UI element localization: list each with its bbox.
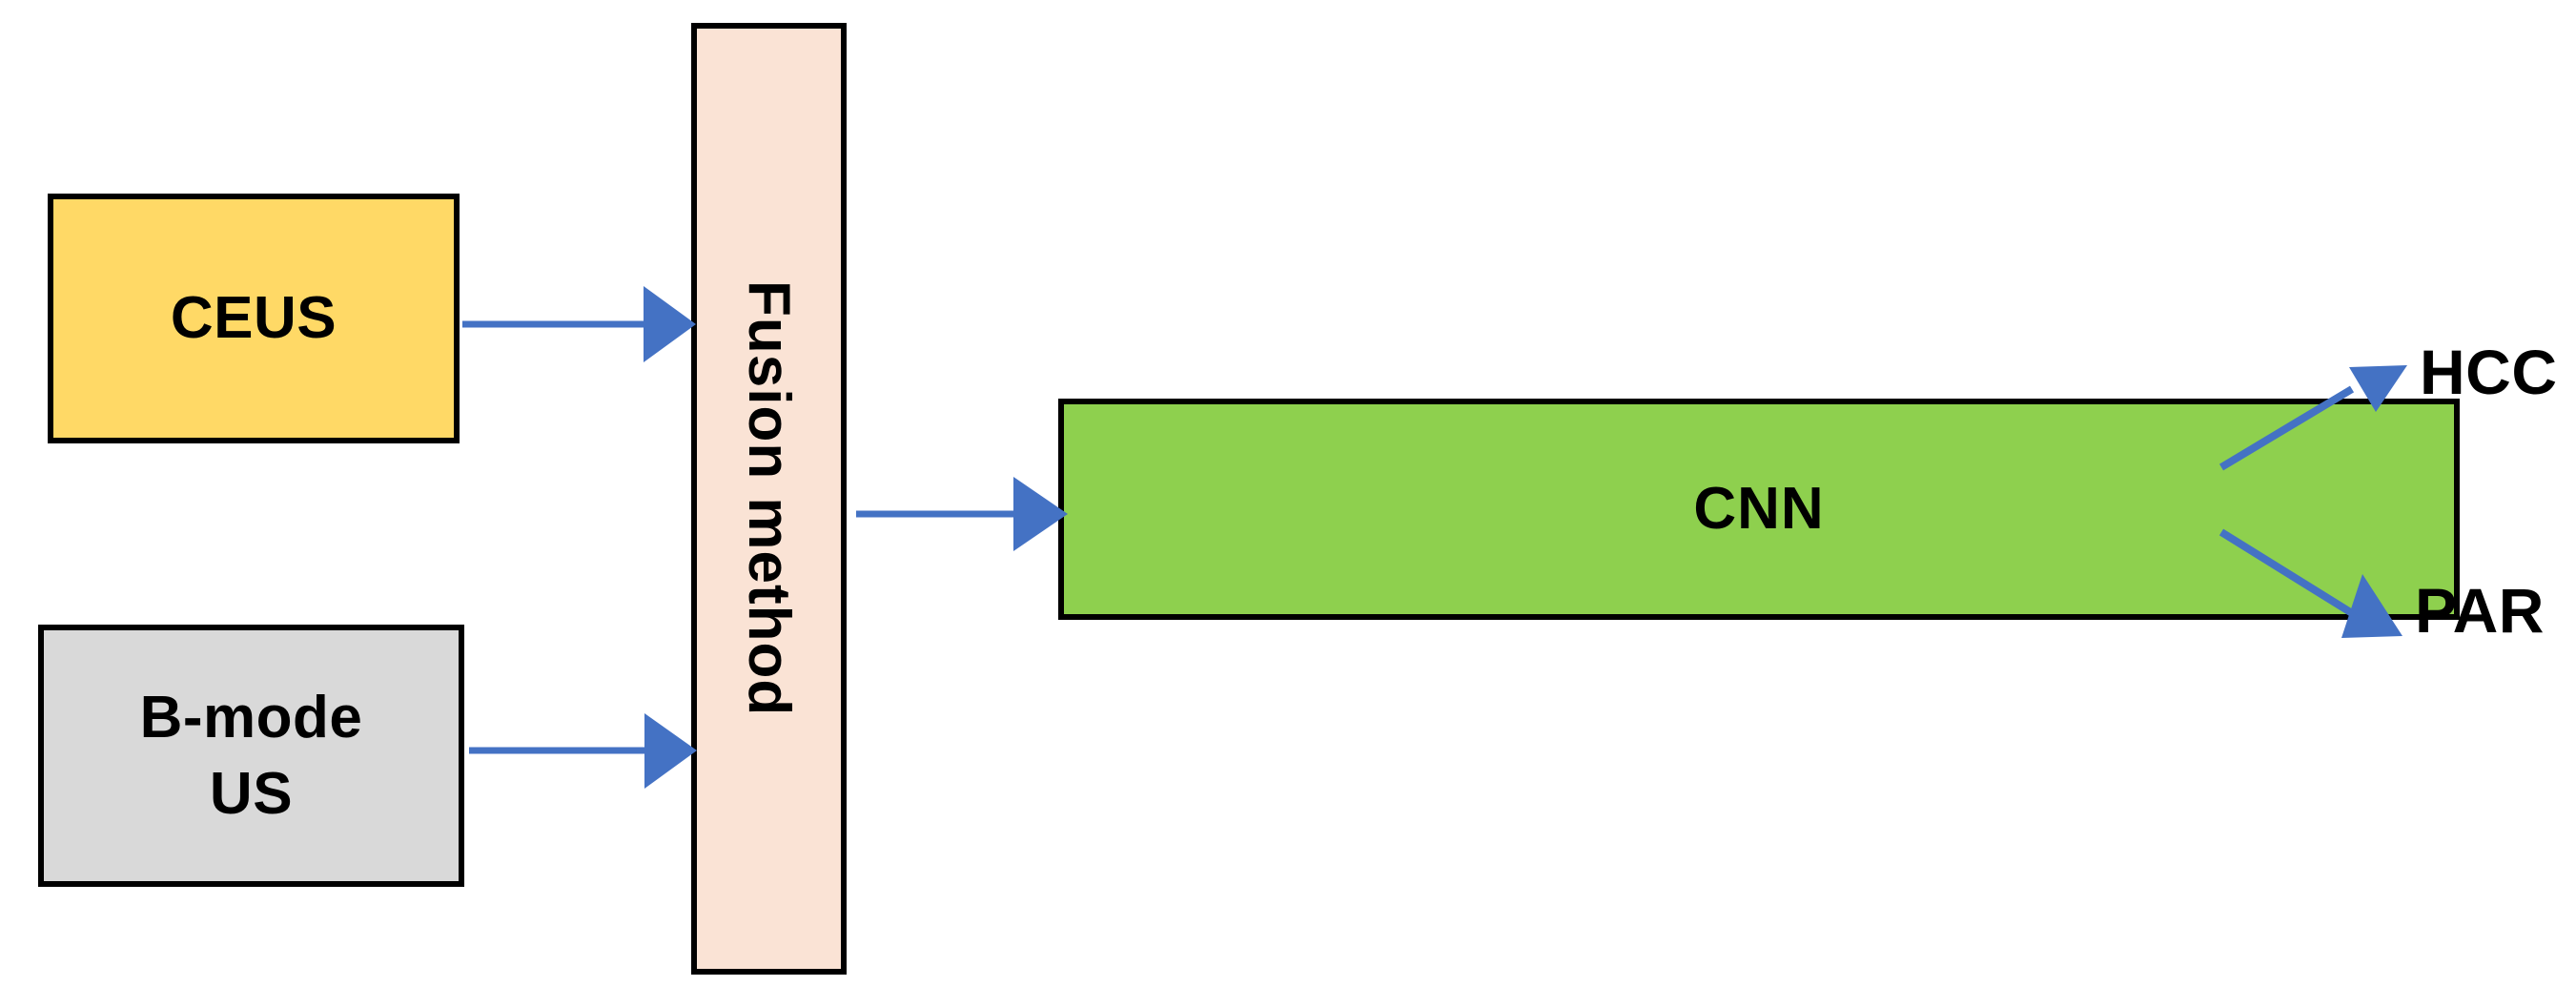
node-bmode-us-label-line1: B-mode bbox=[139, 685, 363, 751]
node-bmode-us[interactable]: B-mode US bbox=[38, 625, 464, 887]
edge-bmode-to-fusion-arrowhead bbox=[644, 713, 697, 789]
node-fusion-method-label: Fusion method bbox=[736, 280, 803, 717]
output-label-hcc: HCC bbox=[2420, 336, 2558, 408]
edge-ceus-to-fusion bbox=[462, 286, 696, 362]
node-bmode-us-label-line2: US bbox=[209, 760, 294, 827]
output-label-par-text: PAR bbox=[2415, 575, 2545, 646]
edge-fusion-to-cnn bbox=[856, 477, 1068, 551]
node-cnn[interactable]: CNN bbox=[1058, 399, 2460, 620]
edge-bmode-to-fusion bbox=[469, 713, 697, 789]
node-fusion-method[interactable]: Fusion method bbox=[691, 23, 847, 975]
node-ceus[interactable]: CEUS bbox=[48, 194, 460, 443]
node-bmode-us-label: B-mode US bbox=[140, 680, 363, 832]
output-label-hcc-text: HCC bbox=[2420, 337, 2558, 407]
node-cnn-label: CNN bbox=[1693, 476, 1825, 543]
edge-ceus-to-fusion-arrowhead bbox=[644, 286, 696, 362]
node-ceus-label: CEUS bbox=[170, 285, 337, 352]
output-label-par: PAR bbox=[2415, 574, 2545, 647]
